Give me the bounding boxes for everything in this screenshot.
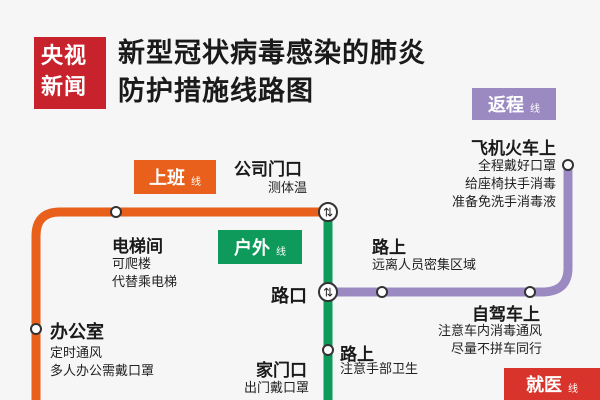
tip-plane-train-1: 全程戴好口罩: [477, 159, 556, 174]
medical-line-label: 就医线: [504, 368, 600, 400]
station-plane-train: [562, 159, 574, 171]
station-road-return: [376, 286, 388, 298]
commute-line-label: 上班线: [134, 160, 216, 194]
stop-elevator: 电梯间: [112, 237, 163, 257]
tip-self-drive-2: 尽量不拼车同行: [450, 342, 542, 357]
stop-road-outdoor: 路上: [340, 345, 374, 365]
tip-home-gate: 出门戴口罩: [244, 381, 310, 396]
tip-road-outdoor: 注意手部卫生: [340, 362, 419, 377]
svg-text:⇅: ⇅: [323, 286, 333, 300]
logo-line-1: 央视: [41, 44, 88, 69]
page-title-line-2: 防护措施线路图: [118, 76, 314, 107]
return-line-label: 返程线: [472, 88, 556, 120]
transfer-icon-intersection: ⇅: [318, 282, 338, 302]
outdoor-line-label: 户外线: [218, 230, 302, 264]
stop-plane-train: 飞机火车上: [471, 139, 556, 159]
tip-self-drive-1: 注意车内消毒通风: [437, 324, 542, 339]
commute-line-route: [31, 207, 330, 400]
station-self-drive: [524, 286, 536, 298]
tip-elevator-1: 可爬楼: [112, 257, 152, 272]
tip-office-1: 定时通风: [50, 346, 103, 361]
svg-text:⇅: ⇅: [323, 206, 333, 220]
tip-elevator-2: 代替乘电梯: [112, 275, 178, 290]
tip-office-2: 多人办公需戴口罩: [50, 364, 155, 379]
tip-plane-train-2: 给座椅扶手消毒: [464, 177, 556, 192]
station-elevator: [110, 206, 122, 218]
stop-self-drive: 自驾车上: [472, 305, 540, 325]
tip-plane-train-3: 准备免洗手消毒液: [451, 195, 556, 210]
stop-office: 办公室: [50, 322, 104, 343]
transfer-icon-company: ⇅: [318, 202, 338, 222]
station-road-outdoor: [322, 344, 334, 356]
tip-road-return: 远离人员密集区域: [372, 258, 477, 273]
tip-company-gate: 测体温: [268, 181, 308, 196]
stop-home-gate: 家门口: [256, 361, 307, 381]
return-line-route: [328, 165, 573, 297]
station-office: [30, 323, 42, 335]
stop-road-return: 路上: [372, 238, 406, 258]
stop-intersection: 路口: [271, 286, 307, 307]
logo-line-2: 新闻: [41, 75, 88, 100]
cctv-news-logo: 央视 新闻: [34, 37, 106, 109]
stop-company-gate: 公司门口: [234, 160, 302, 180]
page-title-line-1: 新型冠状病毒感染的肺炎: [118, 38, 426, 69]
